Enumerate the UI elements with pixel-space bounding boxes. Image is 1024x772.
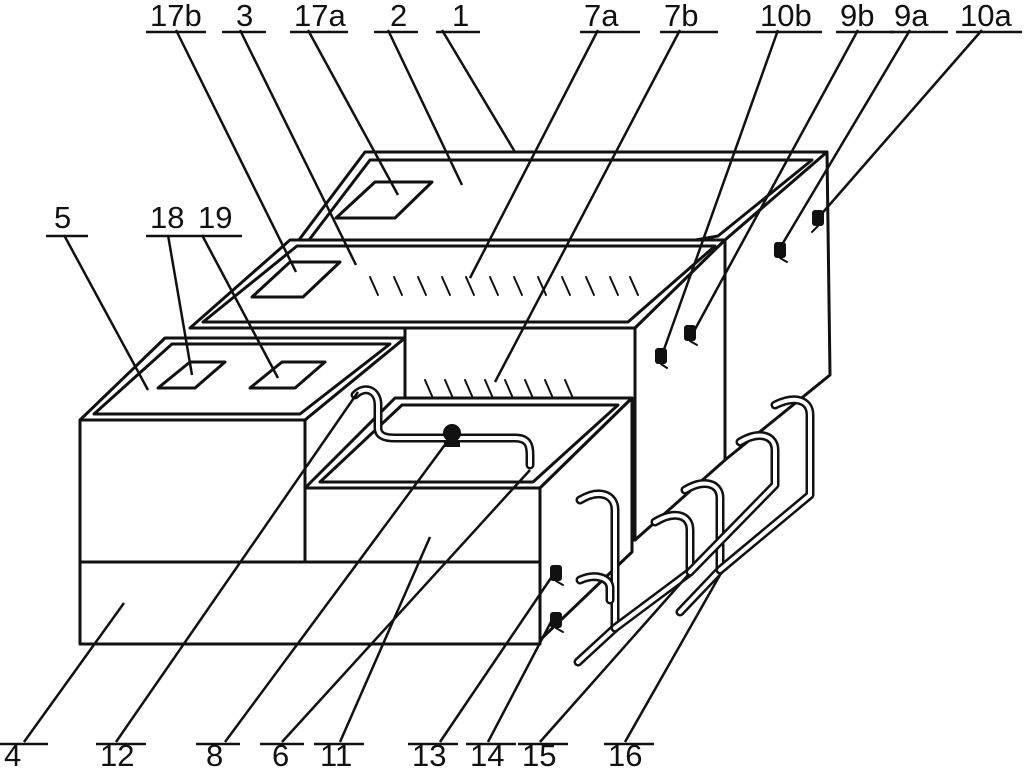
svg-text:7b: 7b	[664, 0, 698, 33]
label-18: 18	[146, 200, 194, 238]
valve-9b-icon	[684, 325, 698, 346]
svg-text:10b: 10b	[760, 0, 812, 33]
opening-17a	[334, 180, 434, 220]
label-1: 1	[436, 0, 480, 34]
label-7a: 7a	[580, 0, 640, 34]
label-2: 2	[374, 0, 418, 34]
svg-text:1: 1	[452, 0, 469, 33]
label-16: 16	[604, 738, 654, 772]
middle-box-top	[188, 238, 727, 330]
label-7b: 7b	[660, 0, 718, 34]
label-12: 12	[96, 738, 146, 772]
svg-text:10a: 10a	[960, 0, 1012, 33]
valve-9a-icon	[774, 242, 788, 263]
svg-text:7a: 7a	[584, 0, 619, 33]
label-11: 11	[314, 738, 364, 772]
label-17b: 17b	[146, 0, 206, 34]
label-8: 8	[196, 738, 240, 772]
label-14: 14	[466, 738, 516, 772]
opening-17b	[250, 260, 342, 299]
svg-text:18: 18	[150, 200, 184, 235]
svg-text:8: 8	[206, 738, 223, 772]
label-9a: 9a	[890, 0, 948, 34]
outlet-pipes	[573, 395, 815, 667]
svg-text:19: 19	[198, 200, 232, 235]
label-4: 4	[0, 738, 48, 772]
label-9b: 9b	[836, 0, 894, 34]
label-10b: 10b	[756, 0, 822, 34]
label-6: 6	[260, 738, 304, 772]
valves	[550, 210, 824, 633]
svg-text:6: 6	[272, 738, 289, 772]
label-13: 13	[408, 738, 458, 772]
label-17a: 17a	[290, 0, 348, 34]
left-box-front	[78, 418, 307, 564]
compartment-3-rim	[201, 244, 717, 324]
label-5: 5	[46, 200, 88, 238]
leader-lines	[22, 29, 983, 743]
svg-text:17b: 17b	[150, 0, 202, 33]
baffle-row-7a	[369, 276, 639, 296]
pump-pipe	[350, 385, 535, 470]
label-10a: 10a	[956, 0, 1022, 34]
svg-text:4: 4	[4, 738, 21, 772]
valve-14-icon	[550, 612, 564, 633]
svg-text:17a: 17a	[294, 0, 346, 33]
opening-18	[156, 360, 227, 390]
svg-text:9b: 9b	[840, 0, 874, 33]
svg-text:9a: 9a	[894, 0, 929, 33]
opening-19	[248, 360, 327, 390]
tank-11	[303, 396, 634, 642]
label-15: 15	[518, 738, 568, 772]
base-4	[78, 560, 542, 646]
baffle-row-7b	[424, 379, 573, 397]
label-19: 19	[194, 200, 242, 238]
label-3: 3	[222, 0, 266, 34]
compartment-5-rim	[92, 342, 392, 416]
base-front	[78, 560, 542, 646]
svg-text:2: 2	[390, 0, 407, 33]
svg-text:3: 3	[236, 0, 253, 33]
pump-8-icon	[443, 424, 461, 442]
svg-text:5: 5	[54, 200, 71, 235]
